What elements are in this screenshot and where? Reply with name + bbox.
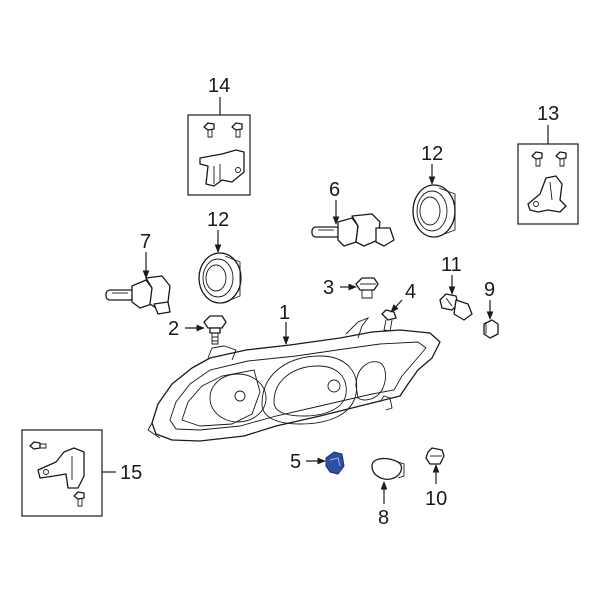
callout-14: 14 [208, 75, 230, 97]
callout-numbers: 1 2 3 4 5 6 7 8 9 10 11 12 12 13 14 15 [120, 75, 559, 529]
wedge-bulb-8[interactable] [371, 457, 405, 480]
inset-13-bracket [527, 175, 567, 213]
callout-11: 11 [441, 254, 462, 276]
socket-10[interactable] [425, 447, 445, 465]
callout-13: 13 [537, 103, 559, 125]
callout-arrows [102, 97, 549, 504]
inset-box-15[interactable] [21, 429, 103, 517]
screw-4[interactable] [381, 309, 397, 332]
callout-6: 6 [329, 179, 340, 201]
inset-box-13[interactable] [517, 143, 579, 225]
bolt-2[interactable] [203, 315, 227, 345]
clip-5-highlighted[interactable] [325, 451, 345, 475]
callout-12-right: 12 [421, 143, 443, 165]
callout-2: 2 [168, 318, 179, 340]
inset-13-bolts [531, 151, 567, 167]
screw-grommet-3[interactable] [355, 277, 379, 299]
bulb-socket-11[interactable] [439, 293, 473, 321]
callout-5: 5 [290, 451, 301, 473]
callout-1: 1 [279, 302, 290, 324]
callout-4: 4 [405, 281, 416, 303]
inset-14-bolts [203, 122, 243, 138]
callout-7: 7 [140, 231, 151, 253]
inset-15-bracket [37, 447, 85, 489]
inset-box-14[interactable] [187, 114, 251, 196]
callout-10: 10 [425, 488, 447, 510]
rubber-cap-12-right[interactable] [412, 184, 456, 238]
callout-12-left: 12 [207, 209, 229, 231]
headlamp-assembly[interactable] [147, 316, 441, 442]
small-bulb-9[interactable] [483, 319, 499, 339]
inset-14-bracket [199, 149, 245, 187]
inset-15-bolts [29, 441, 85, 507]
callout-3: 3 [323, 277, 334, 299]
callout-8: 8 [378, 507, 389, 529]
low-beam-bulb-7[interactable] [105, 275, 171, 315]
high-beam-bulb-6[interactable] [311, 213, 395, 247]
callout-9: 9 [484, 279, 495, 301]
callout-15: 15 [120, 462, 142, 484]
rubber-cap-12-left[interactable] [198, 252, 242, 304]
